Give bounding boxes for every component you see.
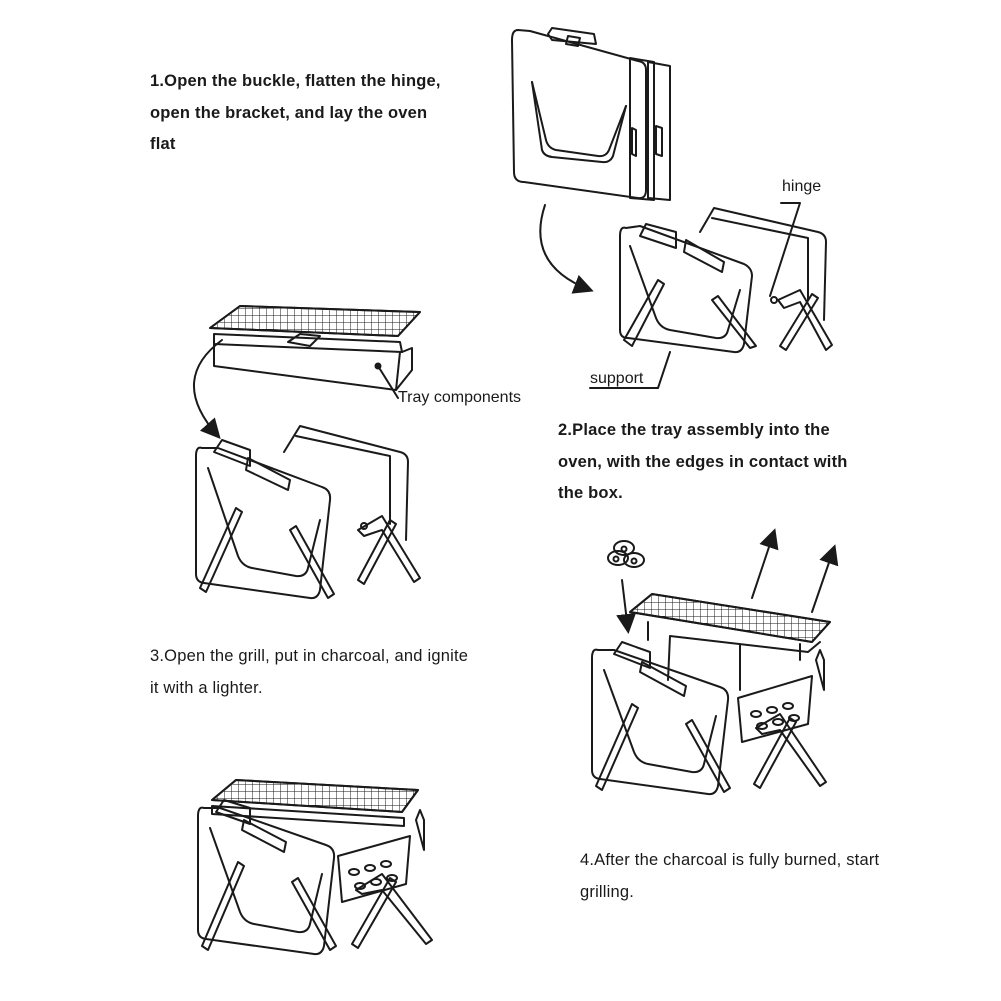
ready-grill-illustration — [198, 780, 432, 954]
step-4-text: 4.After the charcoal is fully burned, st… — [580, 851, 880, 901]
open-grill-tray-illustration — [196, 426, 420, 598]
folded-grill-illustration — [512, 28, 670, 200]
support-leader — [590, 352, 670, 388]
step-1-text: 1.Open the buckle, flatten the hinge, op… — [150, 72, 441, 153]
open-grill-illustration — [620, 208, 832, 352]
tray-leader — [378, 366, 398, 398]
arrow-step2 — [194, 340, 222, 439]
hinge-label: hinge — [782, 178, 822, 195]
tray-components-label: Tray components — [398, 389, 522, 406]
support-label: support — [590, 370, 644, 387]
step-3-text: 3.Open the grill, put in charcoal, and i… — [150, 647, 469, 697]
step-2-text: 2.Place the tray assembly into the oven,… — [558, 421, 848, 502]
hinge-leader — [770, 203, 800, 296]
arrow-step1 — [540, 205, 594, 294]
tray-assembly-illustration — [210, 306, 420, 390]
charcoal-grill-illustration — [592, 528, 839, 794]
